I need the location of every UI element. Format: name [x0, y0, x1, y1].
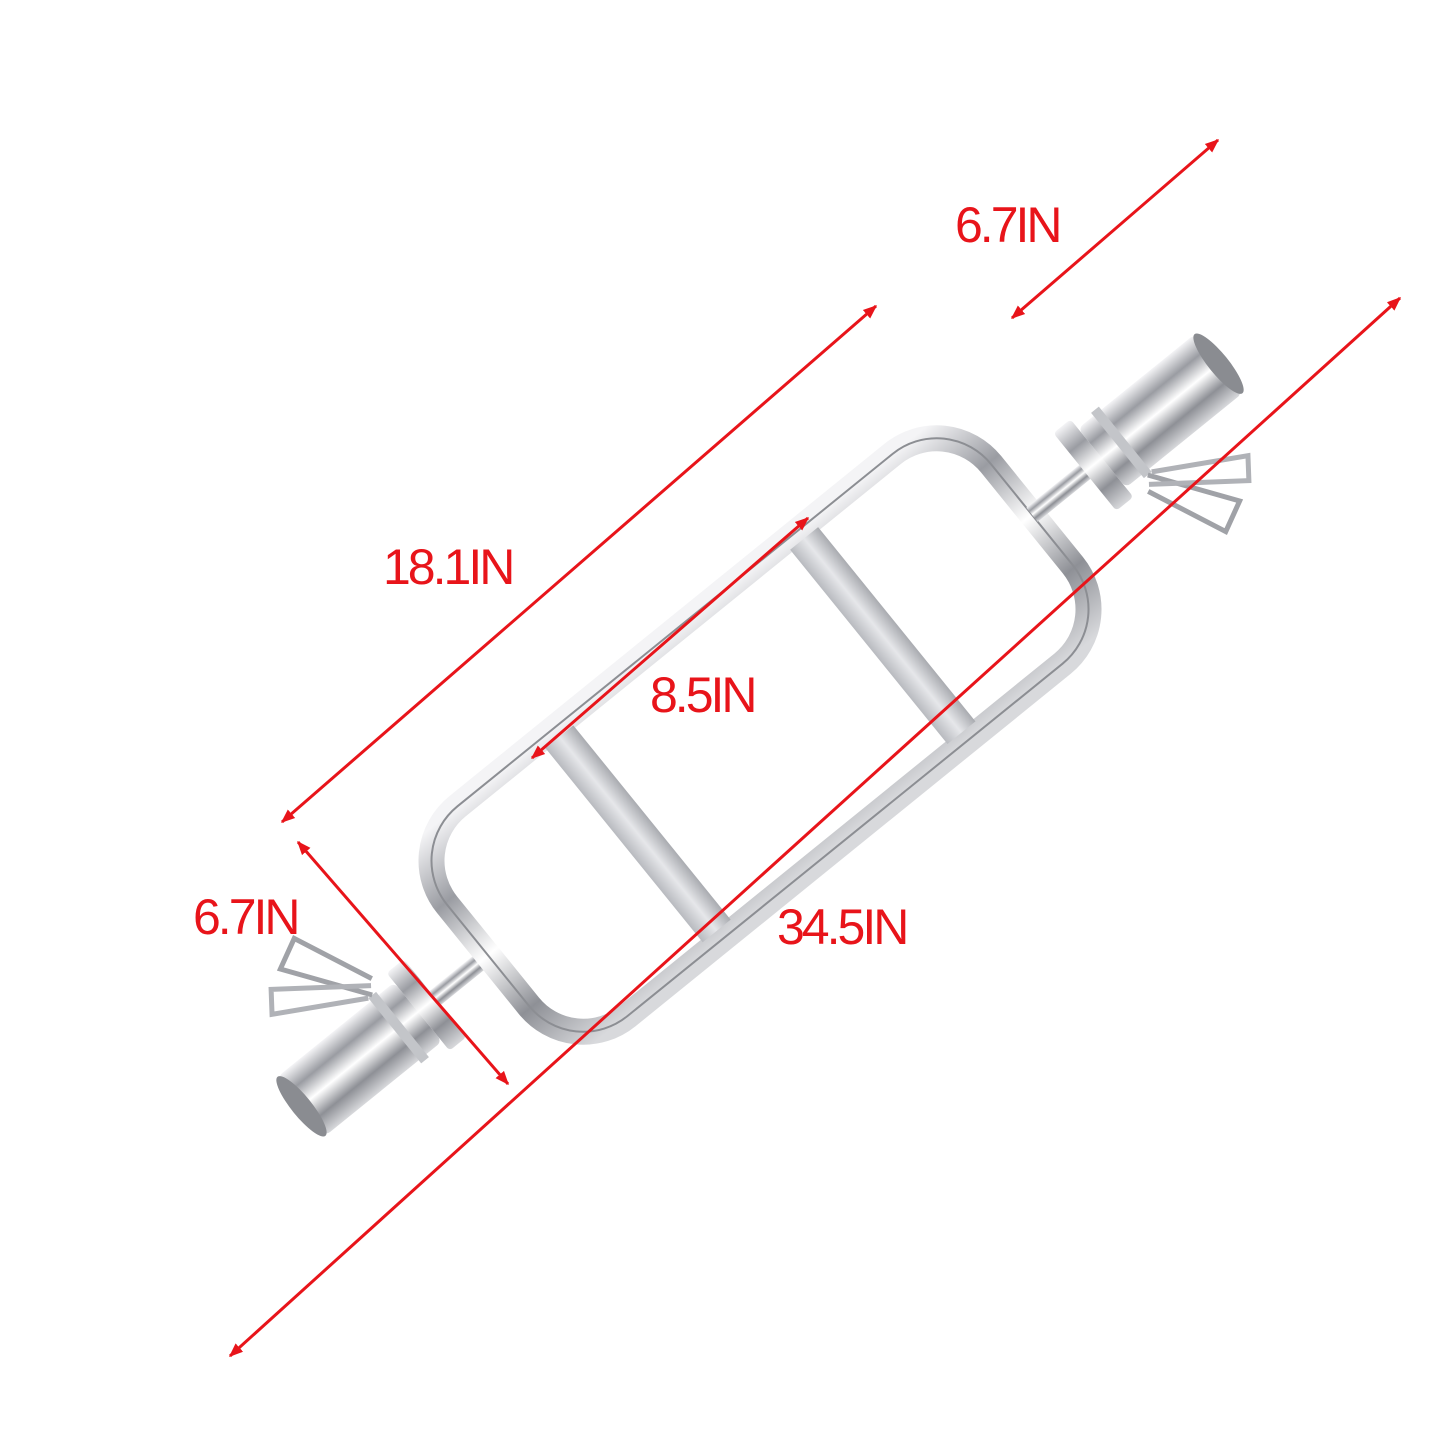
overall-length-arrow [228, 296, 1402, 1358]
handle-right [790, 527, 976, 745]
tricep-bar [268, 333, 1252, 1137]
handle-spacing-label: 8.5IN [650, 667, 758, 723]
overall-length-label: 34.5IN [777, 899, 909, 955]
handle-left [545, 725, 731, 943]
bar-frame [418, 425, 1102, 1045]
frame-length-label: 18.1IN [383, 539, 515, 595]
bottom-sleeve-label: 6.7IN [193, 889, 301, 945]
top-sleeve-label: 6.7IN [955, 197, 1063, 253]
top-sleeve-arrow [1010, 138, 1220, 320]
